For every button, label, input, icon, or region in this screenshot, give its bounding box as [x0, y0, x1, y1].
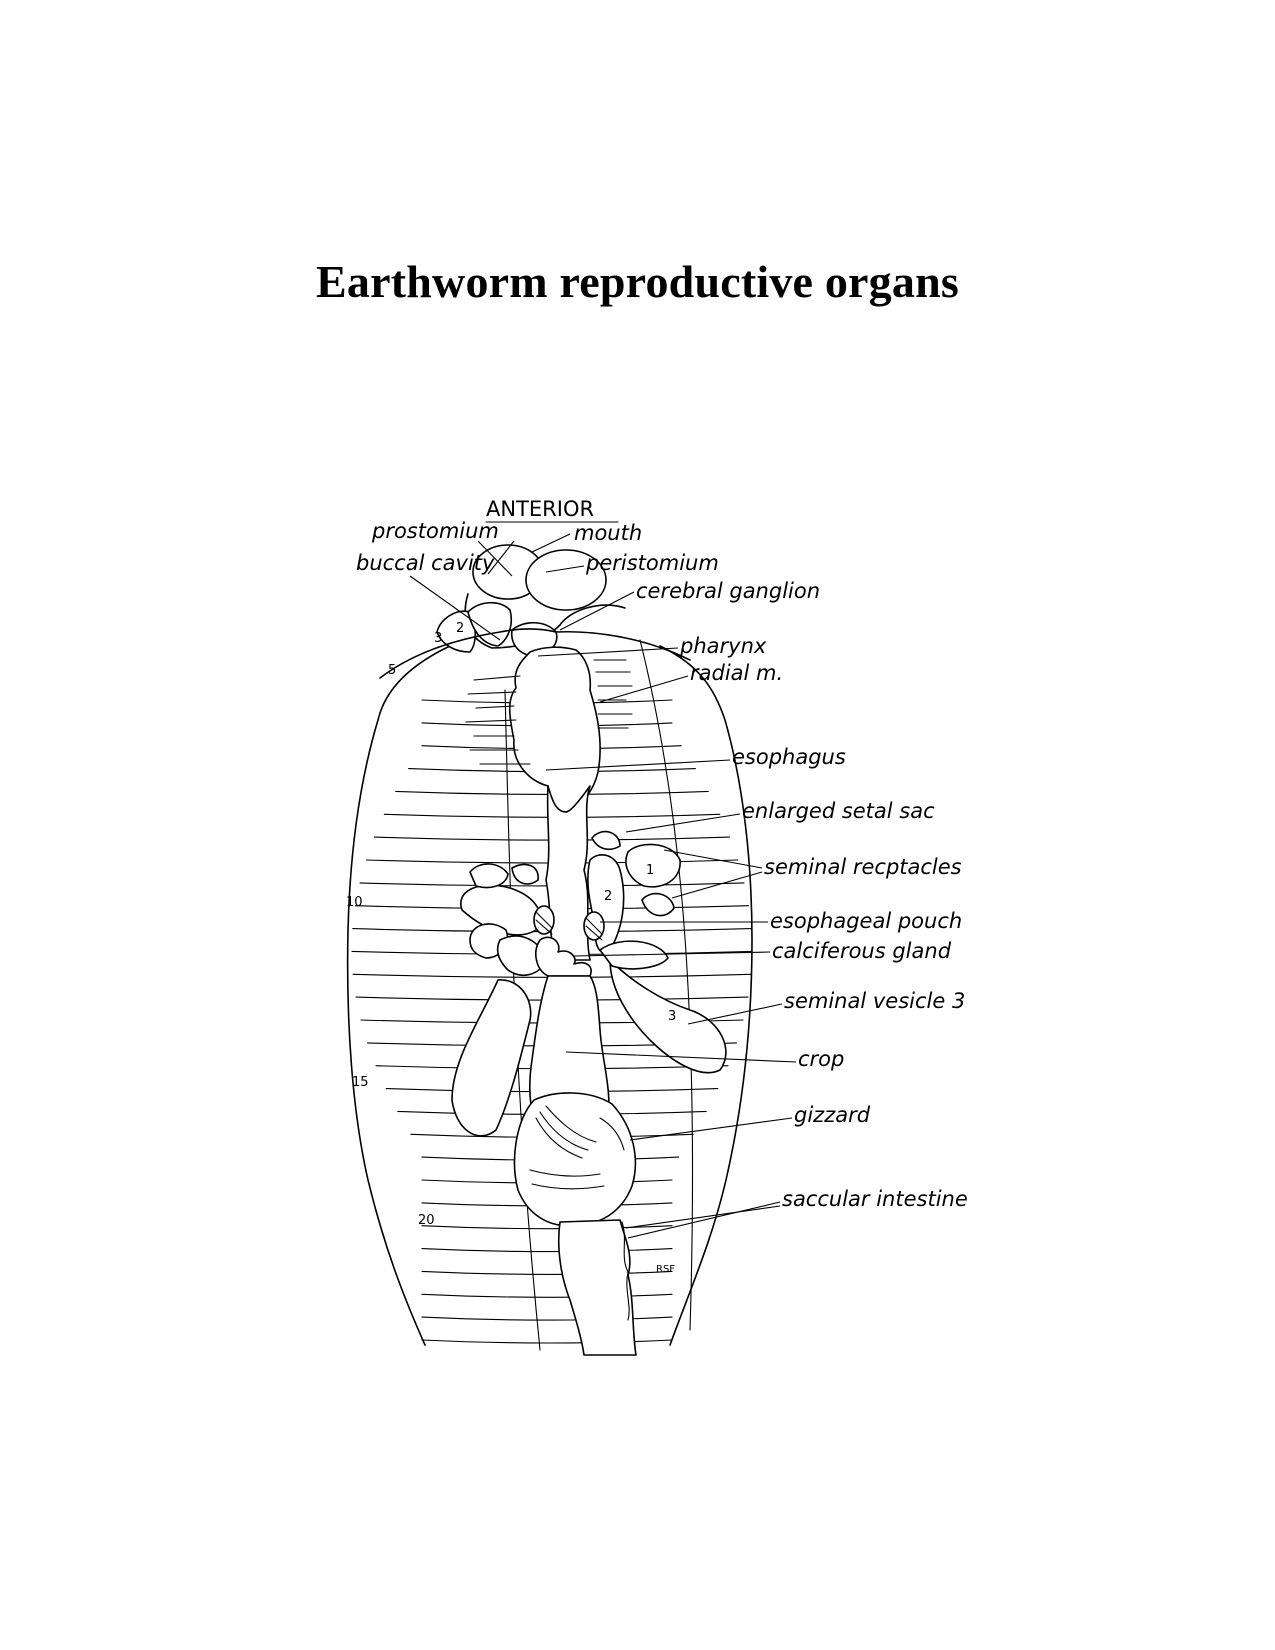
- segment-number-2: 2: [456, 621, 464, 636]
- lateral-nerve-left: [379, 628, 557, 679]
- label-crop: crop: [798, 1047, 844, 1071]
- segment-ring: [421, 1339, 673, 1344]
- label-radial-m: radial m.: [690, 661, 783, 685]
- segment-ring: [421, 1293, 673, 1298]
- label-pharynx: pharynx: [679, 634, 767, 658]
- segment-ring: [421, 1225, 673, 1230]
- esophageal-pouch-right: [583, 911, 605, 941]
- vesicle-number-2: 2: [604, 889, 612, 904]
- seminal-vesicle-3-left: [451, 979, 532, 1137]
- label-esophageal-pouch: esophageal pouch: [770, 909, 962, 933]
- radial-muscles-right: [593, 659, 633, 729]
- artist-initials: RSF: [656, 1264, 675, 1275]
- vesicle-number-1: 1: [646, 863, 654, 878]
- intestine-wall: [621, 1221, 630, 1321]
- saccular-intestine: [557, 1219, 637, 1356]
- seminal-receptacle-1: [625, 843, 681, 888]
- seminal-vesicle-3: [609, 959, 727, 1074]
- radial-muscles-left: [465, 675, 531, 765]
- longitudinal-line-right: [639, 639, 694, 1331]
- page-title: Earthworm reproductive organs: [316, 256, 959, 307]
- label-saccular-intestine: saccular intestine: [782, 1187, 968, 1211]
- segment-ring: [421, 1316, 673, 1321]
- seminal-receptacle-left-2: [511, 863, 539, 885]
- esophageal-pouch-left: [533, 905, 555, 935]
- segment-number-10: 10: [346, 895, 363, 910]
- orientation-label: ANTERIOR: [486, 497, 594, 521]
- label-seminal-receptacles: seminal recptacles: [764, 855, 962, 879]
- calciferous-lobe-left: [496, 935, 547, 976]
- label-peristomium: peristomium: [585, 551, 719, 575]
- segment-ring: [421, 1248, 673, 1253]
- seminal-receptacle-right-small: [591, 830, 621, 851]
- body-outline-right: [659, 645, 753, 1346]
- gizzard-muscle-lines: [529, 1105, 625, 1190]
- seminal-receptacle-left: [469, 863, 509, 889]
- label-enlarged-setal-sac: enlarged setal sac: [742, 799, 935, 823]
- leader-lines: [409, 533, 797, 1239]
- segment-3-lobe: [436, 610, 477, 653]
- esophagus: [545, 785, 591, 961]
- seminal-receptacle-right-lower: [641, 892, 675, 917]
- body-outline: [346, 645, 451, 1346]
- vesicle-number-3: 3: [668, 1009, 676, 1024]
- label-prostomium: prostomium: [371, 519, 499, 543]
- segment-ring: [421, 1270, 673, 1275]
- lateral-nerve-right: [555, 630, 691, 661]
- label-gizzard: gizzard: [794, 1103, 871, 1127]
- gizzard: [513, 1092, 637, 1227]
- segment-number-20: 20: [418, 1213, 435, 1228]
- peristomium-lobe: [525, 549, 607, 611]
- label-buccal-cavity: buccal cavity: [356, 551, 495, 575]
- label-mouth: mouth: [574, 521, 642, 545]
- label-cerebral-ganglion: cerebral ganglion: [636, 579, 820, 603]
- segment-number-5: 5: [388, 663, 396, 678]
- label-seminal-vesicle-3: seminal vesicle 3: [784, 989, 965, 1013]
- segment-number-15: 15: [352, 1075, 369, 1090]
- pharynx: [508, 646, 601, 813]
- label-calciferous-gland: calciferous gland: [772, 939, 952, 963]
- calciferous-gland: [535, 936, 592, 977]
- segment-number-3: 3: [434, 631, 442, 646]
- label-esophagus: esophagus: [732, 745, 846, 769]
